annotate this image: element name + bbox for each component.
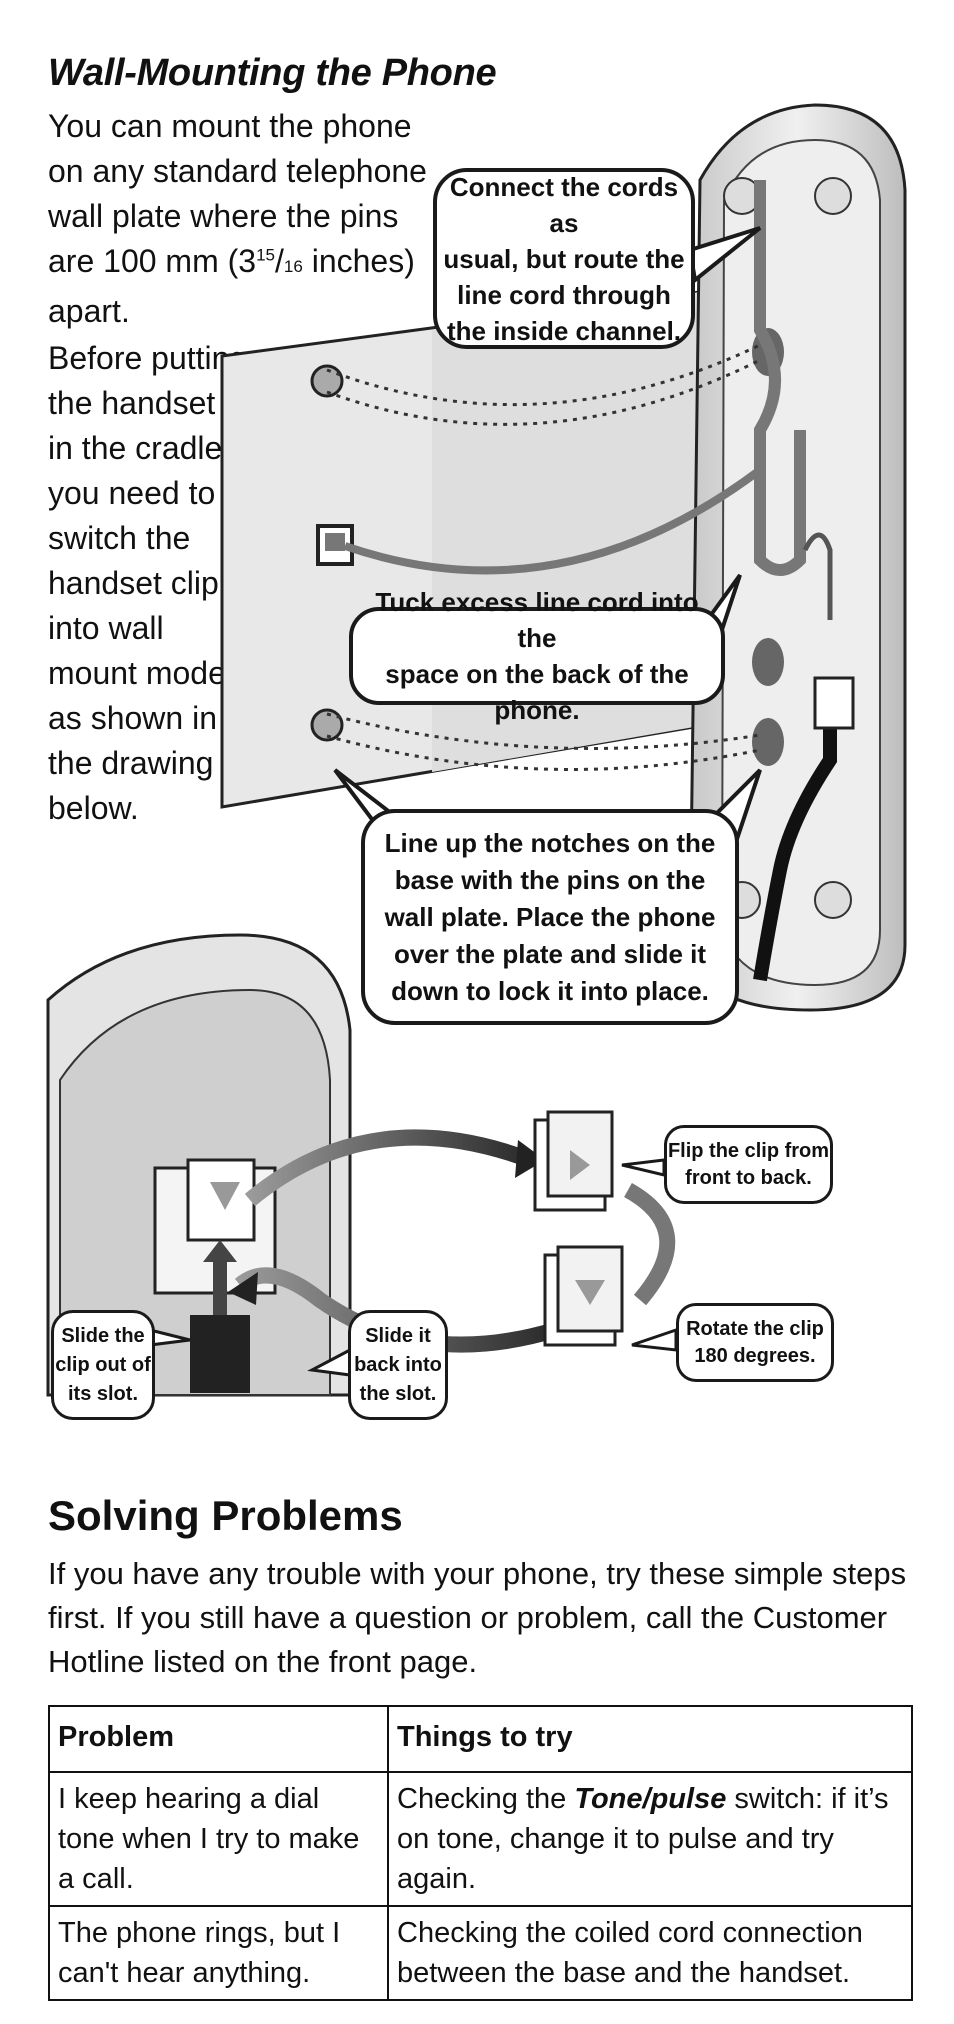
callout-slide-out: Slide the clip out of its slot. (51, 1310, 155, 1420)
solution-text-end: switch: if it’s on tone, change it to pu… (397, 1783, 889, 1895)
intro-text: You can mount the phone on any standard … (48, 108, 427, 279)
callout-tuck-cord: Tuck excess line cord into the space on … (349, 587, 725, 725)
problem-cell: I keep hearing a dial tone when I try to… (48, 1771, 389, 1907)
callout-line-up-notches: Line up the notches on the base with the… (361, 809, 739, 1025)
troubleshooting-table: Problem Things to try I keep hearing a d… (48, 1705, 913, 2001)
callout-slideout-text: Slide the clip out of its slot. (55, 1324, 151, 1405)
handset-clip-paragraph: Before putting the handset in the cradle… (48, 340, 248, 826)
solution-cell: Checking the coiled cord connection betw… (387, 1905, 913, 2001)
wall-mount-illustration (46, 103, 907, 1397)
page-title: Wall-Mounting the Phone (48, 52, 497, 94)
column-header-problem: Problem (48, 1705, 389, 1773)
callout-flip-text: Flip the clip from front to back. (667, 1139, 830, 1189)
section-heading: Solving Problems (48, 1492, 403, 1539)
fraction-slash: / (275, 243, 284, 279)
callout-connect-text: Connect the cords as usual, but route th… (443, 171, 685, 346)
intro-paragraph: You can mount the phone on any standard … (48, 104, 428, 334)
column-header-things-to-try: Things to try (387, 1705, 913, 1773)
slide-back-arrow (234, 1267, 558, 1353)
rotate-arrow (623, 1183, 676, 1306)
clip-flipped (533, 1110, 614, 1212)
problem-cell: The phone rings, but I can't hear anythi… (48, 1905, 389, 2001)
callout-rotate-text: Rotate the clip 180 degrees. (686, 1317, 824, 1367)
wall-pin-upper (310, 364, 344, 398)
handset-cradle-closeup (46, 933, 352, 1397)
callout-slide-in: Slide it back into the slot. (348, 1310, 448, 1420)
callout-tuck-text: Tuck excess line cord into the space on … (375, 587, 699, 725)
intro-text-end: inches) apart. (48, 243, 415, 329)
fraction-denominator: 16 (283, 257, 303, 276)
callout-flip-clip: Flip the clip from front to back. (664, 1125, 833, 1204)
table-row: I keep hearing a dial tone when I try to… (48, 1771, 913, 1907)
callout-rotate-clip: Rotate the clip 180 degrees. (676, 1303, 834, 1382)
section-intro: If you have any trouble with your phone,… (48, 1556, 907, 1679)
flip-arrow (244, 1129, 533, 1207)
wall-plate (220, 290, 702, 809)
solution-cell: Checking the Tone/pulse switch: if it’s … (387, 1771, 913, 1907)
alignment-lines (326, 343, 761, 771)
callout-connect-cords: Connect the cords as usual, but route th… (433, 168, 695, 349)
table-row: The phone rings, but I can't hear anythi… (48, 1905, 913, 2001)
clip-rotated (543, 1245, 624, 1347)
callout-lineup-text: Line up the notches on the base with the… (384, 827, 716, 1006)
solution-text: Checking the coiled cord connection betw… (397, 1917, 863, 1989)
wall-pin-lower (310, 708, 344, 742)
fraction-numerator: 15 (256, 245, 275, 265)
callout-slidein-text: Slide it back into the slot. (354, 1324, 442, 1405)
solution-emphasis: Tone/pulse (574, 1783, 727, 1815)
table-header-row: Problem Things to try (48, 1705, 913, 1773)
line-cord (343, 466, 763, 575)
solution-text: Checking the (397, 1783, 575, 1815)
